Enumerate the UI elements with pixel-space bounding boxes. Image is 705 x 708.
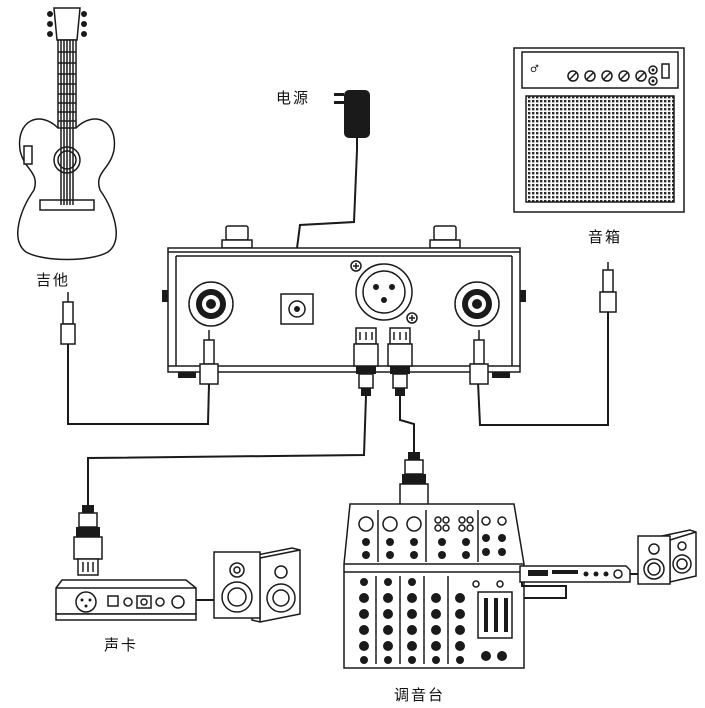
xlr-cable-soundcard: [87, 395, 367, 505]
studio-monitors-right: [637, 529, 697, 585]
sound-card: [55, 505, 197, 621]
amp-label: 音箱: [588, 228, 623, 246]
di-box: [162, 225, 526, 378]
amp-cable: [477, 312, 609, 426]
power-adapter: [334, 90, 370, 150]
mixer: [343, 452, 525, 669]
mixer-label: 调音台: [394, 686, 446, 704]
guitar-amp: ♂: [513, 47, 685, 213]
power-cable: [295, 149, 358, 257]
svg-text:♂: ♂: [530, 64, 539, 75]
xlr-cable-mixer: [399, 396, 415, 452]
acoustic-guitar: [17, 7, 117, 261]
sound-card-label: 声卡: [104, 636, 139, 654]
studio-monitors-left: [213, 547, 301, 623]
xlr-plug-right: [387, 327, 413, 396]
guitar-jack-plug: [60, 292, 76, 345]
guitar-label: 吉他: [36, 271, 71, 289]
xlr-plug-left: [353, 327, 379, 396]
guitar-cable: [67, 344, 210, 425]
power-label: 电源: [276, 89, 311, 107]
di-output-plug: [469, 330, 489, 385]
rack-processor: [519, 565, 631, 583]
amp-jack-plug: [599, 262, 617, 313]
